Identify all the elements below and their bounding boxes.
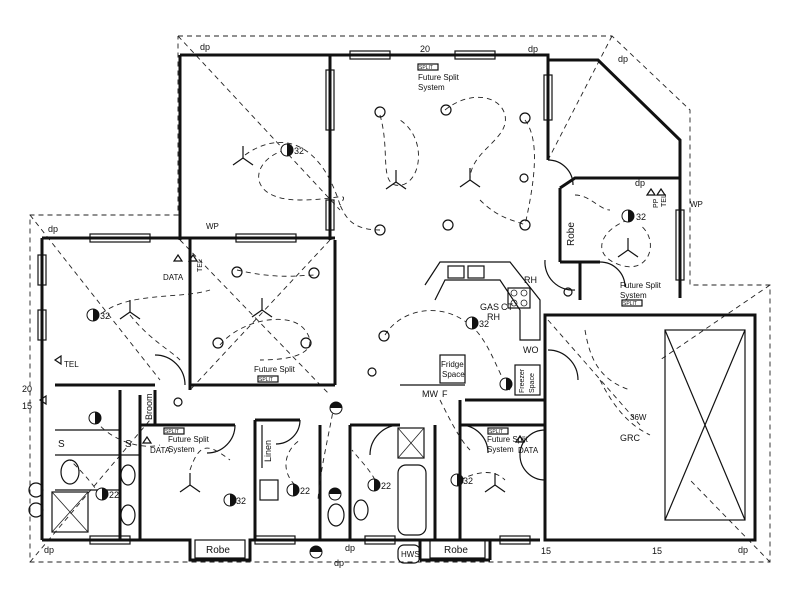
eaves-outline: [29, 35, 771, 563]
garage-pitch-lines: [664, 329, 746, 521]
kitchen-benches: [400, 261, 541, 396]
wall-light-icon: [86, 143, 635, 559]
label-20: 20: [22, 384, 32, 394]
36w-label: 36W: [630, 413, 647, 422]
future-split-label: Future Split: [254, 365, 296, 374]
internal-walls: [55, 236, 547, 540]
fridge-label: Space: [442, 370, 465, 379]
tel-point-label: TEL: [64, 360, 79, 369]
label-32: 32: [100, 311, 110, 321]
windows: [37, 50, 685, 545]
label-dp: dp: [334, 558, 344, 568]
label-dp: dp: [48, 224, 58, 234]
label-dp: dp: [345, 543, 355, 553]
tel-point-label: TEL: [661, 194, 668, 207]
future-split-label: System: [168, 445, 195, 454]
robe-label: Robe: [206, 545, 230, 556]
broom-label: Broom: [144, 393, 154, 420]
label-15: 15: [652, 546, 662, 556]
split-label: SPLIT: [419, 65, 433, 71]
label-20: 20: [420, 44, 430, 54]
wp-label: WP: [690, 200, 703, 209]
s-label: S: [125, 439, 132, 450]
data-point-label: DATA: [150, 446, 171, 455]
split-label: SPLIT: [623, 301, 637, 307]
label-32: 32: [294, 146, 304, 156]
wo-label: WO: [523, 345, 539, 355]
mw-label: MW: [422, 389, 438, 399]
split-system-unit-icon: [163, 63, 643, 435]
f-label: F: [442, 389, 448, 399]
label-32: 32: [636, 212, 646, 222]
pp-label: PP: [653, 198, 660, 208]
label-dp: dp: [44, 545, 54, 555]
label-22: 22: [109, 490, 119, 500]
rh-label: RH: [524, 275, 537, 285]
label-32: 32: [463, 476, 473, 486]
label-dp: dp: [200, 42, 210, 52]
data-point-label: DATA: [163, 273, 184, 282]
downlight-icon: [173, 104, 573, 407]
label-22: 22: [300, 486, 310, 496]
robe-label: Robe: [444, 545, 468, 556]
data-point-label: DATA: [518, 446, 539, 455]
linen-label: Linen: [263, 440, 273, 462]
wp-label: WP: [206, 222, 219, 231]
label-dp: dp: [528, 44, 538, 54]
future-split-label: System: [418, 83, 445, 92]
ceiling-fan-icon: [119, 146, 639, 493]
future-split-label: System: [620, 291, 647, 300]
gas-label: GAS: [480, 302, 499, 312]
future-split-label: Future Split: [168, 435, 210, 444]
wiring-runs: [69, 96, 651, 501]
ct-label: CT: [501, 302, 513, 312]
label-dp: dp: [738, 545, 748, 555]
tel-point-label: TEL: [197, 259, 204, 272]
hws-label: HWS: [401, 550, 420, 559]
plan-labels: dp dp dp dp dp dp dp dp dp 20 20 15 15 1…: [22, 42, 748, 568]
label-22: 22: [381, 481, 391, 491]
label-dp: dp: [618, 54, 628, 64]
split-label: SPLIT: [165, 429, 179, 435]
split-label: SPLIT: [259, 377, 273, 383]
future-split-label: Future Split: [620, 281, 662, 290]
door-swings: [154, 159, 626, 481]
label-15: 15: [541, 546, 551, 556]
freezer-label: Freezer: [519, 368, 526, 393]
wet-area-fixtures: [28, 427, 427, 536]
rh-label: RH: [487, 312, 500, 322]
freezer-label: Space: [529, 373, 536, 393]
power-point-icon: [38, 187, 667, 444]
robe-label: Robe: [566, 222, 577, 246]
grc-label: GRC: [620, 433, 641, 443]
label-32: 32: [236, 496, 246, 506]
future-split-label: Future Split: [487, 435, 529, 444]
split-label: SPLIT: [489, 429, 503, 435]
label-dp: dp: [635, 178, 645, 188]
s-label: S: [58, 439, 65, 450]
label-15: 15: [22, 401, 32, 411]
future-split-label: Future Split: [418, 73, 460, 82]
future-split-label: System: [487, 445, 514, 454]
label-32: 32: [479, 319, 489, 329]
fridge-label: Fridge: [441, 360, 464, 369]
